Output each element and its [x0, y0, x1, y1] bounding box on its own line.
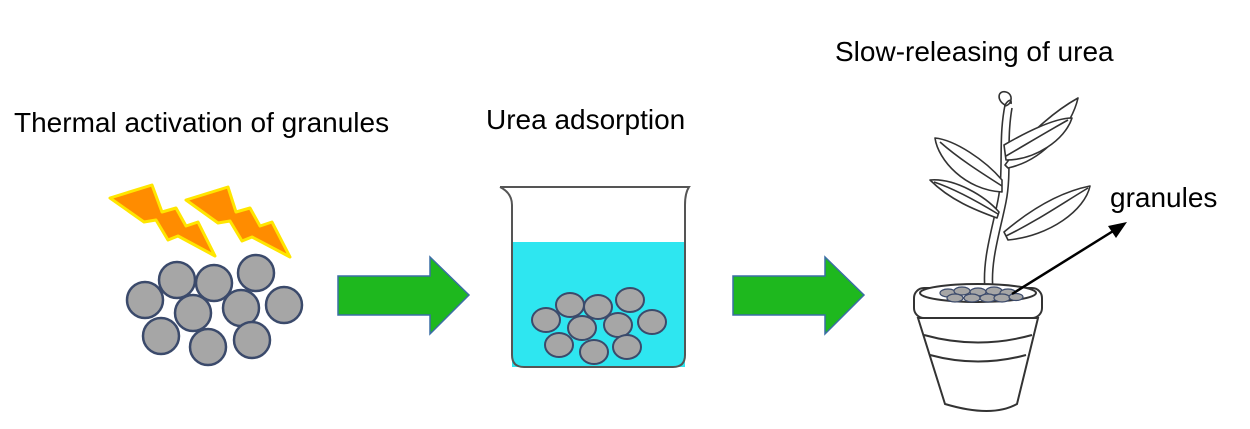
- plant-icon: [929, 90, 1091, 291]
- granule: [615, 287, 645, 313]
- granule: [612, 334, 642, 360]
- leaf: [1003, 117, 1073, 161]
- granule-cluster-pot: [939, 286, 1024, 303]
- granule: [188, 327, 228, 367]
- lightning-icon-group: [108, 183, 292, 259]
- granule: [264, 285, 304, 325]
- granule: [236, 253, 276, 293]
- granule: [567, 315, 597, 341]
- process-arrow-2: [732, 255, 866, 336]
- granule: [993, 293, 1011, 303]
- granule: [531, 307, 561, 333]
- arrowhead-icon: [1108, 222, 1127, 238]
- granule: [157, 260, 197, 300]
- flower-pot-icon: [913, 283, 1043, 412]
- granule: [579, 339, 609, 365]
- granules-annotation: granules: [1110, 182, 1218, 213]
- step-3-title: Slow-releasing of urea: [835, 36, 1114, 67]
- granule: [544, 332, 574, 358]
- lightning-bolt-icon: [108, 183, 217, 258]
- granule-cluster-adsorption: [531, 287, 667, 365]
- granule: [603, 312, 633, 338]
- granule: [583, 294, 613, 320]
- lightning-bolt-icon: [184, 185, 292, 259]
- step-1-title: Thermal activation of granules: [14, 107, 390, 138]
- granule: [555, 292, 585, 318]
- granule: [141, 316, 181, 356]
- granule: [946, 293, 964, 303]
- annotation-arrow: [1011, 222, 1127, 296]
- granule: [221, 288, 261, 328]
- granule: [1008, 292, 1024, 302]
- granule: [232, 320, 272, 360]
- granule: [125, 280, 165, 320]
- granule: [637, 309, 667, 335]
- granule-cluster-activation: [125, 253, 304, 367]
- granule: [173, 293, 213, 333]
- granule: [963, 293, 981, 303]
- step-2-title: Urea adsorption: [486, 104, 686, 135]
- granule: [194, 263, 234, 303]
- leaf: [929, 179, 1000, 219]
- process-arrow-1: [337, 255, 471, 336]
